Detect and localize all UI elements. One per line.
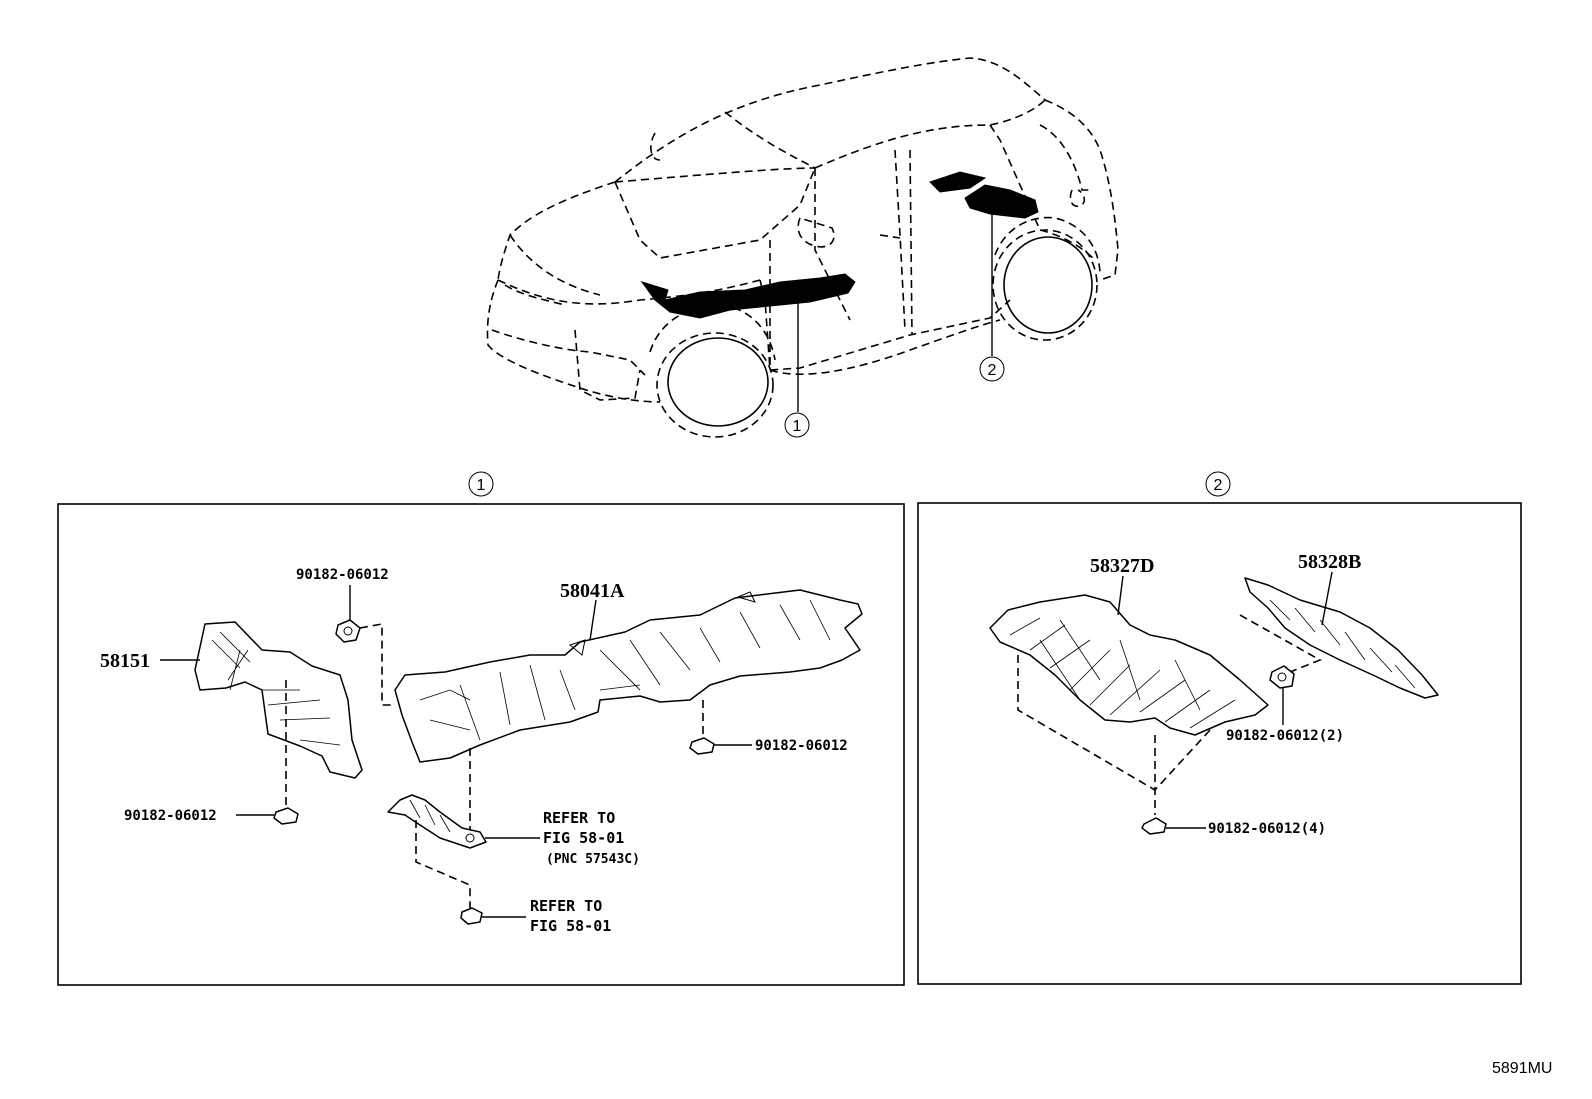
label-clip-panel2-right: 90182-06012(2) xyxy=(1226,728,1344,744)
detail-panel-2: 2 58327D 58328B 90182-06012(2) xyxy=(917,471,1522,985)
diagram-code: 5891MU xyxy=(1492,1060,1552,1077)
label-58151: 58151 xyxy=(100,650,150,672)
part-58151-shape xyxy=(194,621,363,779)
part-58041A-shape xyxy=(394,589,863,763)
part-58327D-shape xyxy=(989,594,1269,736)
refer-1-line3: (PNC 57543C) xyxy=(546,852,640,867)
vehicle-callout-1: 1 xyxy=(793,418,802,435)
vehicle-illustration: 1 2 xyxy=(486,57,1119,438)
clip-left-icon xyxy=(273,807,299,825)
refer-2-line2: FIG 58-01 xyxy=(530,917,611,935)
refer-1-line2: FIG 58-01 xyxy=(543,829,624,847)
refer-1-line1: REFER TO xyxy=(543,809,615,827)
label-58041A: 58041A xyxy=(560,580,625,602)
clip-panel2-bottom-icon xyxy=(1141,817,1167,835)
panel-2-callout: 2 xyxy=(1214,477,1223,494)
clip-panel2-right-icon xyxy=(1269,665,1295,689)
label-58328B: 58328B xyxy=(1298,551,1361,573)
part-58328B-shape xyxy=(1244,577,1439,699)
label-clip-top: 90182-06012 xyxy=(296,567,389,583)
panel-1-callout: 1 xyxy=(477,477,486,494)
refer-2-line1: REFER TO xyxy=(530,897,602,915)
nut-bottom-icon xyxy=(460,907,483,925)
label-clip-right: 90182-06012 xyxy=(755,738,848,754)
label-clip-left: 90182-06012 xyxy=(124,808,217,824)
clip-right-icon xyxy=(689,737,715,755)
detail-panel-1: 1 58151 90182-06012 58041A xyxy=(57,471,905,986)
bracket-shape xyxy=(387,794,487,849)
label-clip-panel2-bottom: 90182-06012(4) xyxy=(1208,821,1326,837)
label-58327D: 58327D xyxy=(1090,555,1154,577)
vehicle-callout-2: 2 xyxy=(988,362,997,379)
clip-top-icon xyxy=(335,619,361,643)
